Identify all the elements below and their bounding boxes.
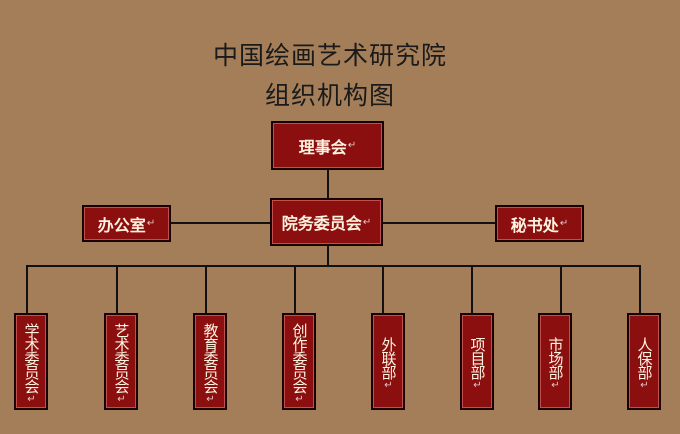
paragraph-mark-icon: ↵: [205, 394, 216, 404]
node-board-label: 理事会: [298, 137, 347, 157]
dept-label: 学术委员会: [22, 323, 41, 393]
paragraph-mark-icon: ↵: [550, 380, 561, 390]
paragraph-mark-icon: ↵: [639, 380, 650, 390]
connector-committee-trunk: [327, 246, 329, 266]
paragraph-mark-icon: ↵: [116, 394, 127, 404]
dept-label: 教育委员会: [201, 323, 220, 393]
chart-subtitle: 组织机构图: [264, 81, 395, 110]
connector-drop-5: [382, 265, 384, 313]
connector-drop-2: [116, 265, 118, 313]
paragraph-mark-icon: ↵: [347, 140, 357, 151]
paragraph-mark-icon: ↵: [294, 394, 305, 404]
node-dept-education: 教育委员会↵: [193, 313, 227, 410]
dept-label: 创作委员会: [290, 323, 309, 393]
dept-label: 艺术委员会: [112, 323, 131, 393]
paragraph-mark-icon: ↵: [362, 216, 372, 228]
connector-drop-7: [560, 265, 562, 313]
dept-label: 人保部: [635, 337, 654, 379]
paragraph-mark-icon: ↵: [146, 218, 156, 229]
node-board: 理事会↵: [271, 121, 384, 170]
connector-board-committee: [327, 170, 329, 198]
node-secretariat-label: 秘书处: [510, 215, 559, 235]
connector-drop-8: [639, 265, 641, 313]
connector-drop-1: [26, 265, 28, 313]
connector-committee-secretariat: [383, 222, 495, 224]
node-dept-creation: 创作委员会↵: [282, 313, 316, 410]
paragraph-mark-icon: ↵: [559, 218, 569, 229]
node-office: 办公室↵: [82, 205, 171, 242]
connector-drop-3: [205, 265, 207, 313]
chart-title: 中国绘画艺术研究院: [212, 41, 447, 70]
connector-drop-4: [294, 265, 296, 313]
node-dept-external: 外联部↵: [371, 313, 405, 410]
node-secretariat: 秘书处↵: [495, 205, 584, 242]
node-dept-academic: 学术委员会↵: [14, 313, 48, 410]
node-dept-art: 艺术委员会↵: [104, 313, 138, 410]
node-dept-project: 项目部↵: [460, 313, 494, 410]
dept-label: 外联部: [379, 337, 398, 379]
dept-label: 项目部: [468, 337, 487, 379]
node-committee: 院务委员会↵: [270, 198, 383, 246]
connector-drop-6: [471, 265, 473, 313]
node-office-label: 办公室: [97, 215, 146, 235]
connector-office-committee: [170, 222, 270, 224]
dept-label: 市场部: [546, 337, 565, 379]
paragraph-mark-icon: ↵: [383, 380, 394, 390]
paragraph-mark-icon: ↵: [26, 394, 37, 404]
paragraph-mark-icon: ↵: [472, 380, 483, 390]
node-dept-personnel: 人保部↵: [627, 313, 661, 410]
connector-horizontal-bus: [26, 265, 641, 267]
node-dept-market: 市场部↵: [538, 313, 572, 410]
node-committee-label: 院务委员会: [281, 214, 362, 233]
